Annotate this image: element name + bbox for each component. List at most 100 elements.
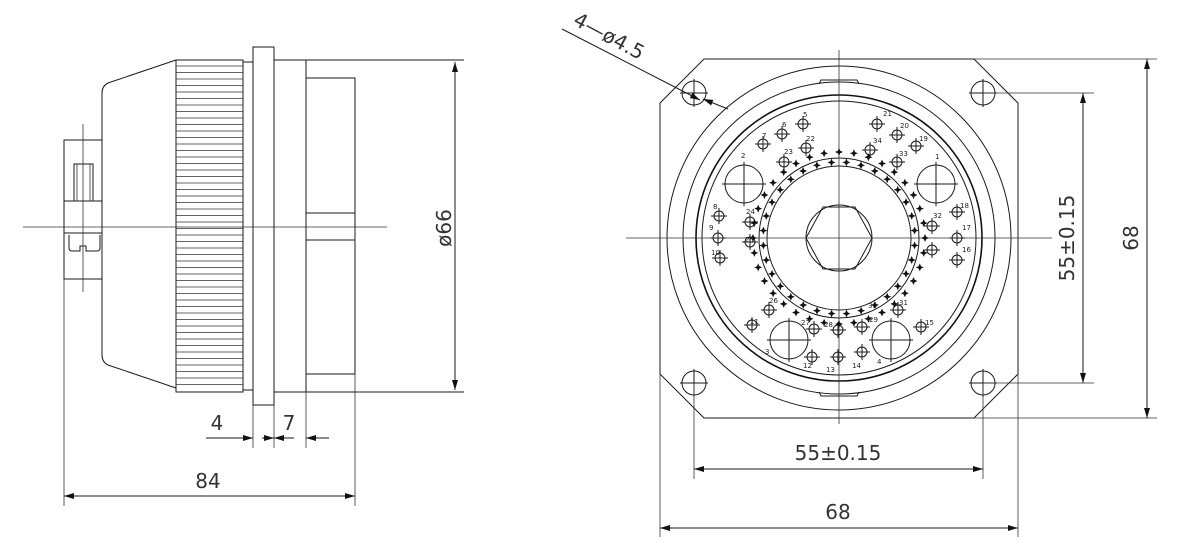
flange-width-label: 68 [825,500,850,524]
contact [854,319,870,335]
pin-label: 6 [782,121,787,129]
dimension-body-diameter: ø66 [432,62,458,390]
pin-label: 11 [750,318,759,326]
small-contact [910,241,919,250]
small-contact [750,219,759,228]
pin-label: 23 [784,148,793,156]
pin-label: 28 [824,321,833,329]
contact [890,302,906,318]
small-contact [799,301,808,309]
pin-label: 5 [803,111,807,119]
contact [889,127,905,143]
small-contact [900,289,909,298]
dimension-hole-spacing-horizontal: 55±0.15 [693,383,984,479]
contact [924,218,940,234]
pin-label: 20 [900,122,909,130]
dimension-flange-height: 68 [974,58,1157,419]
contact [742,234,758,250]
contact [949,204,965,220]
contact [889,154,905,170]
contact [908,138,924,154]
pin-label: 22 [806,135,815,143]
contact [949,230,965,246]
knurled-coupling-nut [175,59,244,393]
small-contact [779,299,788,308]
medium-contacts [710,116,965,365]
small-contact [754,204,763,213]
small-contact [878,159,886,168]
small-contact [893,282,902,291]
contact [949,252,965,268]
small-contact [915,263,924,272]
small-contact [820,149,829,158]
pin-label: 21 [883,110,892,118]
large-contact [914,162,958,206]
contact [804,349,820,365]
small-contact [849,318,858,327]
mounting-flange [252,46,275,406]
mounting-holes-label: 4—ø4.5 [570,7,649,64]
contact [854,344,870,360]
small-contact [805,314,814,323]
body-diameter-label: ø66 [432,209,456,247]
pin-label: 18 [960,202,969,210]
contact [710,230,726,246]
contact [712,250,728,266]
backshell [101,59,177,389]
small-contact [900,178,909,187]
contact [776,154,792,170]
small-contact [762,256,771,265]
pin-label: 15 [925,319,934,327]
pin-label: 33 [899,150,908,158]
pin-label: 27 [801,319,810,327]
small-contact [776,282,785,291]
small-contact [813,306,821,315]
pin-label: 2 [741,152,745,160]
pin-label: 9 [709,224,713,232]
pin-label: 24 [746,208,755,216]
small-contact [842,158,851,167]
pin-label: 13 [826,366,835,374]
pin-label: 14 [852,362,861,370]
small-contact [792,308,800,317]
small-contact [786,292,795,301]
small-contact [919,219,928,228]
small-contact [768,198,776,207]
small-contact [835,148,843,156]
pin-label: 1 [935,153,939,161]
large-contact [767,318,811,362]
large-contact [869,318,913,362]
small-contact [842,309,851,318]
small-contact [893,185,902,194]
pin-label: 32 [933,212,942,220]
small-contact [883,175,892,184]
pin-label: 19 [919,135,928,143]
flange-height-label: 68 [1119,225,1143,250]
small-contact [812,161,821,170]
contact [869,116,885,132]
contact [795,116,811,132]
small-contact [902,269,910,278]
pin-label: 7 [762,132,766,140]
small-contact [759,226,768,235]
small-contact [907,211,916,220]
small-contact [849,149,858,158]
contact [924,242,940,258]
small-contact [857,161,865,170]
small-contact [820,318,829,327]
contact [711,208,727,224]
rear-cable-clamp [63,124,103,292]
dimension-mounting-holes: 4—ø4.5 [561,7,729,110]
small-contact [907,256,916,264]
small-contact [762,212,771,220]
pin-label: 31 [899,299,908,307]
dimension-hole-spacing-vertical: 55±0.15 [983,92,1094,384]
small-contact [792,159,800,168]
small-contact [827,158,836,167]
large-contacts [722,162,958,362]
pin-label: 3 [765,348,769,356]
small-contact [878,308,886,317]
flange-to-insert-label: 7 [283,411,296,435]
small-contact [750,248,759,257]
